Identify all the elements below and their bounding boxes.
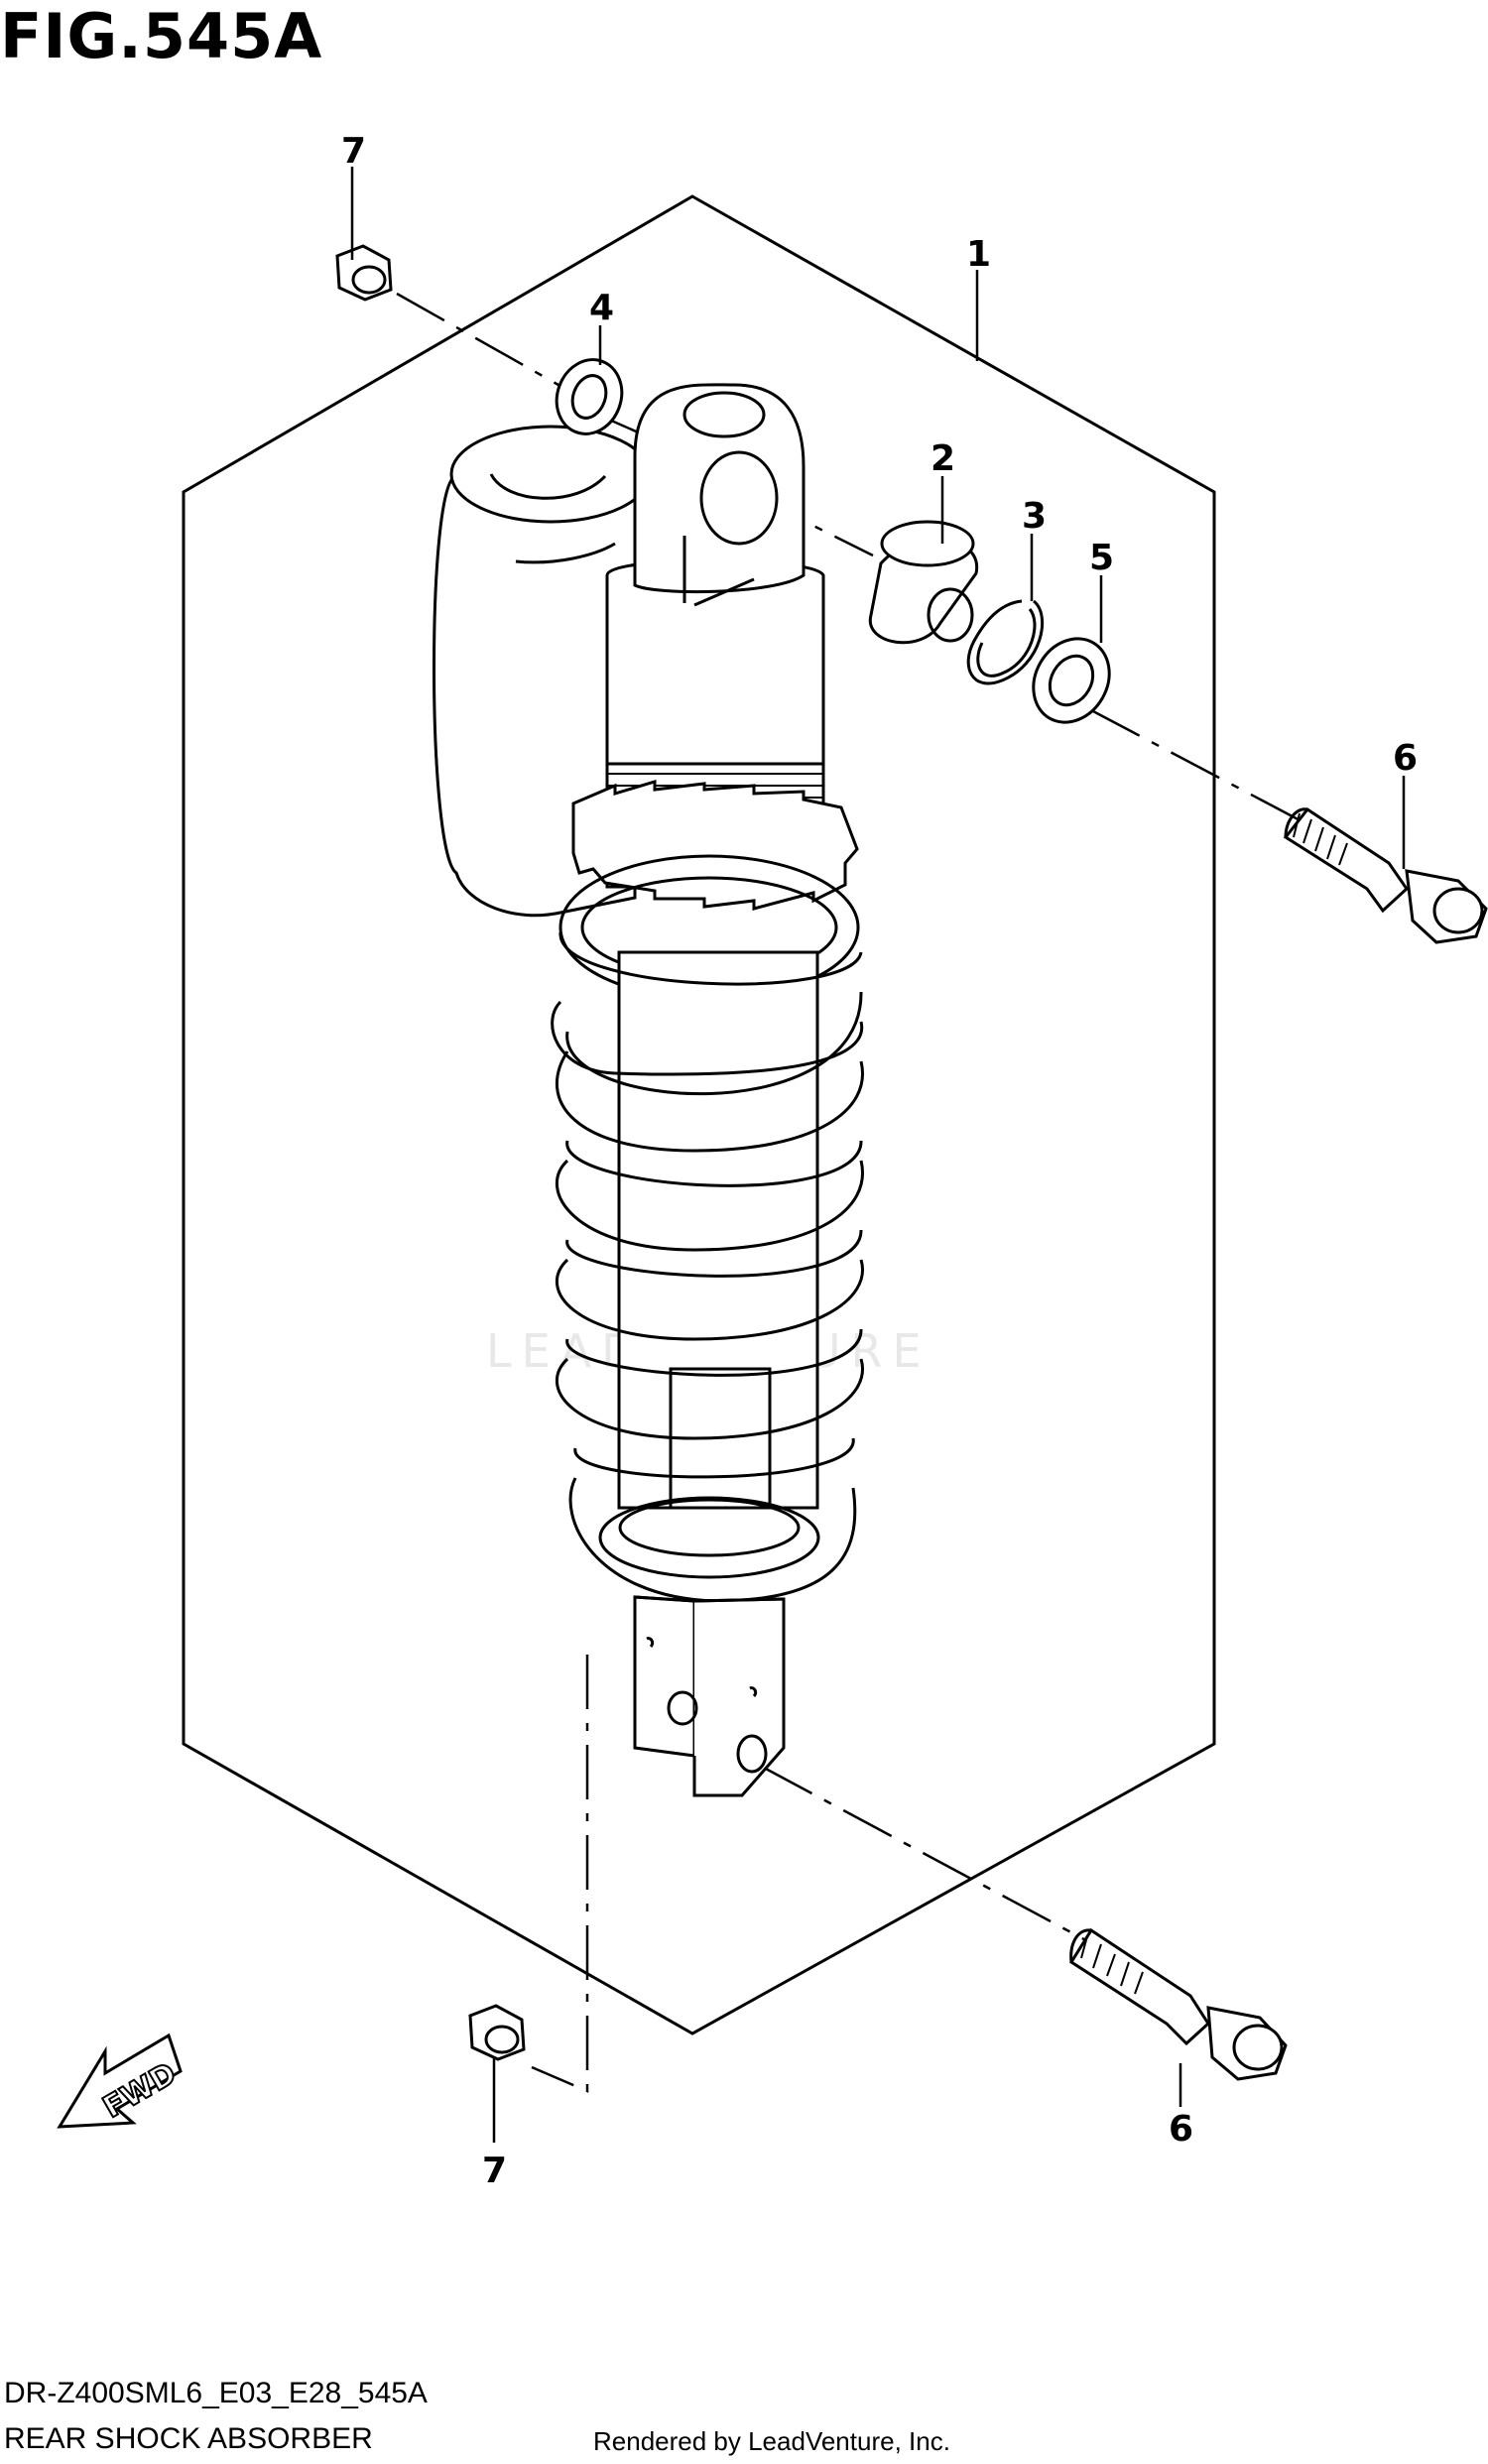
circlip [966,599,1044,685]
figure-title: FIG.545A [0,0,323,72]
bottom-nut [468,2004,526,2061]
bottom-bolt [1068,1927,1288,2081]
bottom-mount-dashline [531,1655,589,2093]
callout-leaders [350,167,1406,2143]
callout-2: 2 [930,438,955,479]
fwd-arrow-icon: FWD [57,2033,184,2129]
model-code: DR-Z400SML6_E03_E28_545A [4,2377,428,2409]
callout-5: 5 [1089,538,1114,578]
callout-4: 4 [589,288,614,328]
callout-7-bottom: 7 [482,2151,507,2191]
shock-body [605,383,825,781]
callout-7-top: 7 [341,131,366,172]
collar-part [868,520,979,645]
callout-3: 3 [1022,496,1047,537]
callout-6-bottom: 6 [1169,2109,1193,2150]
washer [1032,637,1111,724]
rendered-by-credit: Rendered by LeadVenture, Inc. [593,2426,950,2456]
callout-1: 1 [966,234,991,275]
callout-6-top: 6 [1393,738,1418,779]
upper-washer [555,358,624,435]
section-name: REAR SHOCK ABSORBER [4,2422,373,2455]
reservoir [433,425,652,918]
assembly-outline [182,194,1216,2035]
lower-clevis [633,1595,786,1797]
coil-spring-front [551,931,864,1603]
top-bolt [1283,806,1488,944]
spring-seat [571,779,859,911]
damper-rod [617,950,819,1510]
top-nut [335,244,393,302]
